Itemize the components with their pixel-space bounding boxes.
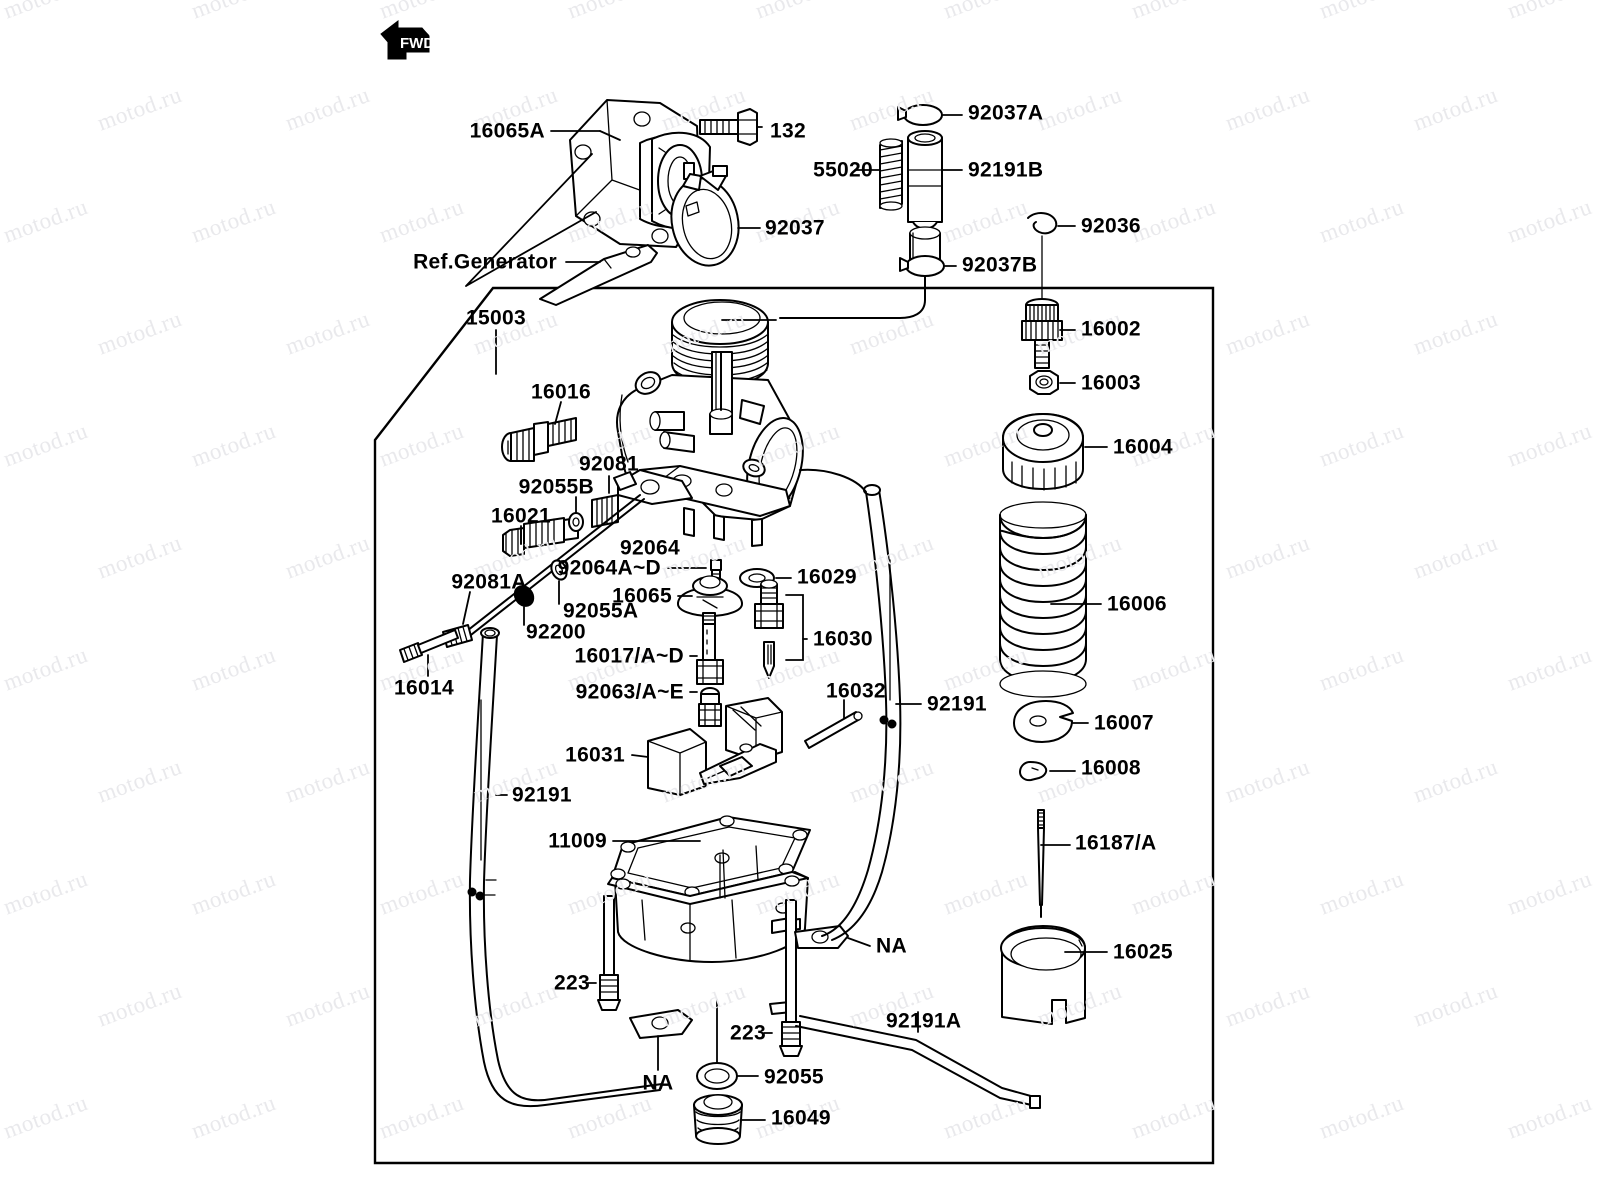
part-callout-c16004: 16004 <box>1113 435 1173 459</box>
part-callout-c92191B: 92191B <box>968 158 1044 182</box>
part-16008-e-clip <box>1019 761 1048 782</box>
part-92055A-o-ring <box>550 559 568 581</box>
part-callout-c16003: 16003 <box>1081 371 1141 395</box>
part-callout-c16006: 16006 <box>1107 592 1167 616</box>
part-16014-pilot-screw <box>399 629 459 663</box>
leader-16016 <box>554 401 562 425</box>
part-11009-float-bowl-gasket <box>610 815 811 898</box>
part-callout-c16016: 16016 <box>531 380 591 404</box>
part-16025-throttle-valve <box>1000 925 1086 1025</box>
leader-16065A-b <box>599 130 621 141</box>
part-16030-float-valve <box>754 579 808 679</box>
part-callout-c92036: 92036 <box>1081 214 1141 238</box>
part-15003-carburetor-body <box>613 299 804 547</box>
part-92063AE-main-jet <box>698 687 722 727</box>
part-92037-hose-clamp <box>670 165 740 267</box>
hose-link-body <box>799 468 867 493</box>
part-16004-top-cap <box>1002 413 1084 491</box>
part-throttle-rod <box>457 494 641 639</box>
part-callout-c92081A: 92081A <box>451 570 527 594</box>
part-55020-fuel-filter <box>879 138 903 211</box>
part-callout-c92063AE: 92063/A~E <box>575 680 684 704</box>
part-callout-c92037A: 92037A <box>968 101 1044 125</box>
part-callout-c132: 132 <box>770 119 806 143</box>
part-callout-c16032: 16032 <box>826 679 886 703</box>
part-16187A-jet-needle <box>1037 809 1045 918</box>
part-callout-c16021: 16021 <box>491 504 551 528</box>
part-92036-clip <box>1027 212 1058 235</box>
part-callout-cNA1: NA <box>876 934 907 958</box>
part-callout-c16025: 16025 <box>1113 940 1173 964</box>
part-callout-c92191A: 92191A <box>886 1009 962 1033</box>
part-92200-washer <box>513 585 535 607</box>
part-92191B-fuel-hose <box>907 130 943 230</box>
part-callout-crefgen: Ref.Generator <box>413 250 557 274</box>
part-callout-c16030: 16030 <box>813 627 873 651</box>
part-callout-c92064: 92064 <box>620 536 680 560</box>
part-callout-c92055: 92055 <box>764 1065 824 1089</box>
leader-16031 <box>631 754 649 758</box>
part-callout-c92081: 92081 <box>579 452 639 476</box>
part-callout-c16187A: 16187/A <box>1075 831 1157 855</box>
part-callout-c16008: 16008 <box>1081 756 1141 780</box>
part-callout-c92191R: 92191 <box>927 692 987 716</box>
part-callout-c223a: 223 <box>554 971 590 995</box>
part-ref-generator-bracket <box>539 244 658 306</box>
part-callout-c16049: 16049 <box>771 1106 831 1130</box>
part-223-screw-a <box>597 895 621 1011</box>
assembly-boundary <box>373 286 1215 1165</box>
leader-NA1 <box>847 937 871 947</box>
part-callout-c16031: 16031 <box>565 743 625 767</box>
part-callout-c223b: 223 <box>730 1021 766 1045</box>
part-callout-c16002: 16002 <box>1081 317 1141 341</box>
part-float-bowl <box>607 845 809 1015</box>
part-16002-throttle-stop-screw <box>1021 298 1063 369</box>
part-callout-c92064AD: 92064A~D <box>557 556 661 580</box>
part-92191-overflow-hose-left <box>467 627 663 1108</box>
part-callout-c16007: 16007 <box>1094 711 1154 735</box>
fwd-orientation-marker: FWD <box>376 16 438 64</box>
part-NA-tab-1 <box>794 925 849 949</box>
part-callout-c15003: 15003 <box>466 306 526 330</box>
part-92037A-clamp <box>897 104 943 126</box>
part-callout-c16017AD: 16017/A~D <box>574 644 684 668</box>
part-NA-tab-2 <box>629 1009 693 1039</box>
fwd-label: FWD <box>400 35 434 52</box>
part-callout-c92191L: 92191 <box>512 783 572 807</box>
part-callout-c92037: 92037 <box>765 216 825 240</box>
part-132-bolt <box>699 108 758 146</box>
part-16065-needle-jet-holder <box>677 575 743 617</box>
part-16007-needle-holder <box>1013 700 1074 743</box>
part-callout-c55020: 55020 <box>813 158 873 182</box>
part-callout-c16065: 16065 <box>612 584 672 608</box>
part-16003-nut <box>1029 370 1059 395</box>
leader-92081A <box>462 591 471 625</box>
part-16017AD-main-jet <box>696 612 724 685</box>
part-92191-overflow-hose-right <box>821 484 902 941</box>
part-16016-air-screw <box>501 417 577 462</box>
part-92081-spring <box>591 494 619 528</box>
fuel-line-route <box>779 275 926 319</box>
leader-fork-generator <box>465 153 597 287</box>
part-92191A-hose <box>795 1015 1041 1109</box>
part-callout-c16014: 16014 <box>394 676 454 700</box>
part-callout-c92037B: 92037B <box>962 253 1038 277</box>
part-16006-throttle-spring <box>999 501 1087 698</box>
part-223-screw-b <box>779 899 803 1057</box>
part-callout-c16065A: 16065A <box>469 119 545 143</box>
part-callout-c16029: 16029 <box>797 565 857 589</box>
part-callout-cNA2: NA <box>642 1071 674 1095</box>
part-callout-c11009: 11009 <box>548 829 607 853</box>
part-16032-float-pin <box>804 711 863 749</box>
part-callout-c92200: 92200 <box>526 620 586 644</box>
part-16031-float <box>647 697 783 796</box>
part-16049-drain-plug <box>693 1094 743 1145</box>
part-callout-c92055B: 92055B <box>518 475 594 499</box>
part-callout-c92055A: 92055A <box>563 599 639 623</box>
